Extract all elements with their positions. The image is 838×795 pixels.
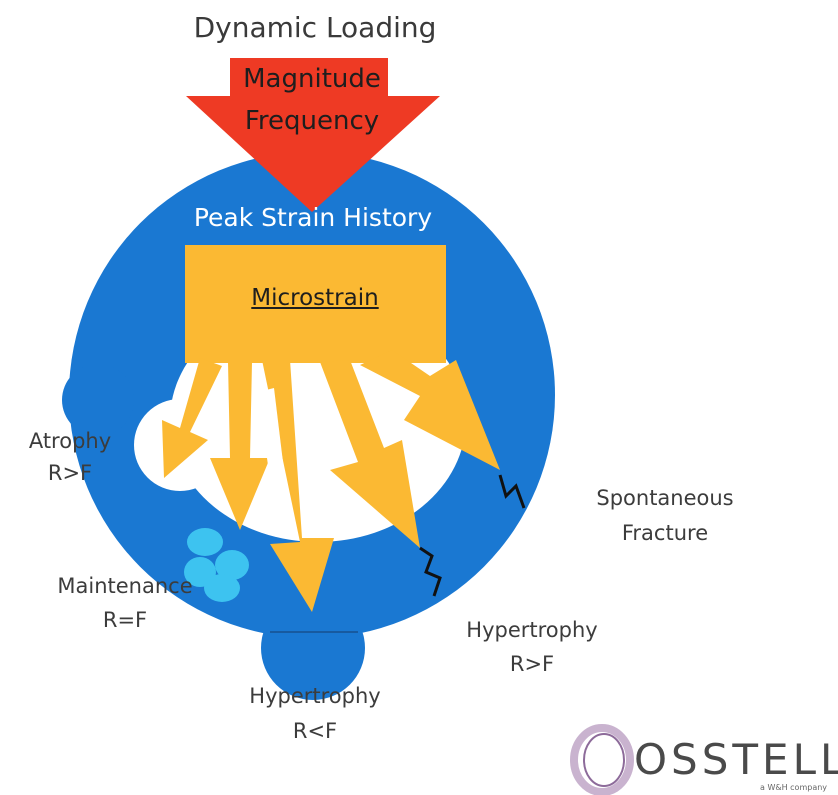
strain-arrow-hypertrophy-right: [320, 360, 420, 548]
bone-left-bulge: [62, 364, 134, 436]
loading-arrow: [186, 58, 440, 212]
gap-1: [210, 396, 228, 456]
magnitude-label: Magnitude: [243, 64, 381, 94]
hypertrophy-right-relation: R>F: [509, 652, 555, 676]
strain-arrows: [162, 350, 500, 612]
gap-2: [258, 388, 290, 524]
osstell-logo-subtitle: a W&H company: [760, 783, 828, 792]
fracture-label-line1: Spontaneous: [596, 486, 734, 510]
crack-fracture: [498, 474, 526, 509]
maintenance-label: Maintenance: [57, 574, 193, 598]
hypertrophy-right-label: Hypertrophy: [466, 618, 598, 642]
cell: [204, 574, 240, 602]
bone-bottom-bulge: [261, 596, 365, 700]
microstrain-box: [185, 245, 446, 363]
atrophy-label: Atrophy: [28, 429, 112, 453]
osteocyte-cells: [184, 528, 249, 602]
diagram-title: Dynamic Loading: [193, 11, 437, 44]
frequency-label: Frequency: [244, 106, 380, 136]
cell: [187, 528, 223, 556]
peak-strain-history-label: Peak Strain History: [193, 203, 433, 232]
osstell-logo-mark: [570, 724, 634, 795]
strain-arrow-fracture: [360, 350, 500, 470]
atrophy-relation: R>F: [47, 461, 93, 485]
cell: [215, 550, 249, 580]
crack-hypertrophy: [419, 546, 442, 597]
strain-arrow-atrophy: [162, 358, 222, 478]
arrow-gaps: [210, 388, 290, 524]
strain-arrow-hypertrophy-bottom: [262, 360, 334, 612]
hypertrophy-bottom-relation: R<F: [292, 719, 338, 743]
hypertrophy-bottom-label: Hypertrophy: [249, 684, 381, 708]
fracture-label-line2: Fracture: [621, 521, 709, 545]
strain-arrow-maintenance: [210, 362, 270, 530]
microstrain-label: Microstrain: [251, 285, 379, 311]
maintenance-relation: R=F: [102, 608, 148, 632]
osstell-logo-text: OSSTELL: [634, 735, 838, 784]
